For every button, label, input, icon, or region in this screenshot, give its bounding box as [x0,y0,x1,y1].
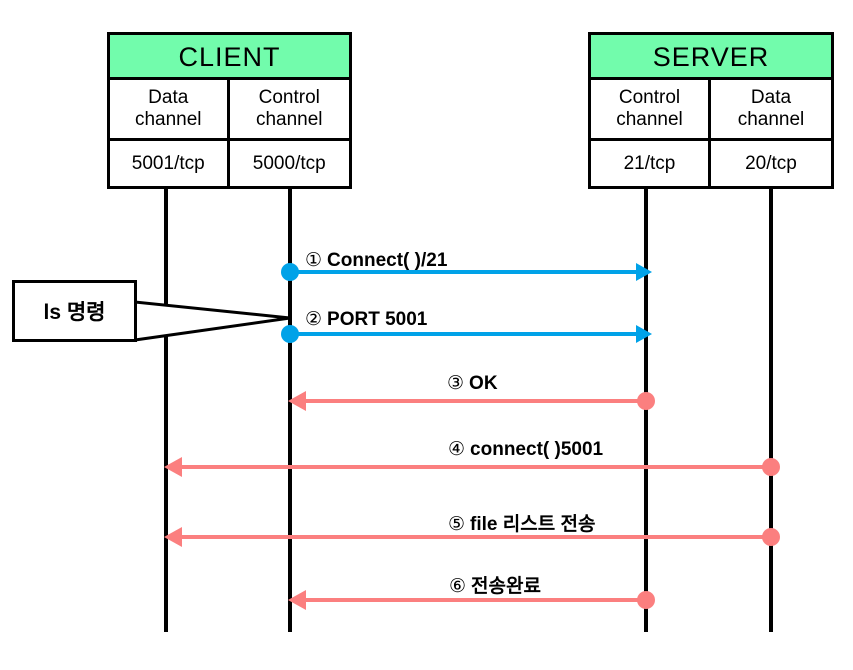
message-number-6: ⑥ [449,576,467,597]
message-number-1: ① [305,250,323,271]
callout-tail [133,300,291,342]
message-number-2: ② [305,309,323,330]
lifeline-server-control [644,189,648,632]
client-control-channel-header: Control channel [230,80,350,138]
message-text-4: connect( )5001 [470,439,604,460]
participant-client: CLIENT Data channel Control channel 5001… [107,32,352,189]
participant-client-title: CLIENT [110,35,349,80]
server-data-channel-line1: Data [750,87,792,108]
participant-server-port-row: 21/tcp 20/tcp [591,141,831,186]
message-text-6: 전송완료 [471,576,541,597]
server-data-channel-header: Data channel [711,80,831,138]
participant-server-title: SERVER [591,35,831,80]
lifeline-server-data [769,189,773,632]
message-text-3: OK [469,373,498,394]
lifeline-client-data [164,189,168,632]
participant-client-channel-row: Data channel Control channel [110,80,349,141]
client-data-channel-line1: Data [148,87,189,108]
client-data-channel-line2: channel [134,109,202,130]
server-control-channel-line2: channel [616,109,683,130]
server-data-channel-line2: channel [737,109,805,130]
client-control-channel-line2: channel [255,109,323,130]
participant-server-channel-row: Control channel Data channel [591,80,831,141]
lifeline-client-control [288,189,292,632]
client-data-port: 5001/tcp [110,141,230,186]
server-control-channel-line1: Control [618,87,681,108]
client-data-channel-header: Data channel [110,80,230,138]
callout-ls-command: ls 명령 [12,280,137,342]
message-number-5: ⑤ [448,514,466,535]
message-text-5: file 리스트 전송 [470,514,596,535]
message-number-4: ④ [448,439,466,460]
client-control-port: 5000/tcp [252,152,326,174]
participant-server: SERVER Control channel Data channel 21/t… [588,32,834,189]
message-text-2: PORT 5001 [327,309,428,330]
server-control-channel-header: Control channel [591,80,711,138]
server-data-port: 20/tcp [745,152,797,174]
message-text-1: Connect( )/21 [327,250,448,271]
server-control-port: 21/tcp [591,141,711,186]
callout-ls-command-label: ls 명령 [43,301,106,324]
message-number-3: ③ [447,373,465,394]
client-control-channel-line1: Control [258,87,320,108]
participant-client-port-row: 5001/tcp 5000/tcp [110,141,349,186]
